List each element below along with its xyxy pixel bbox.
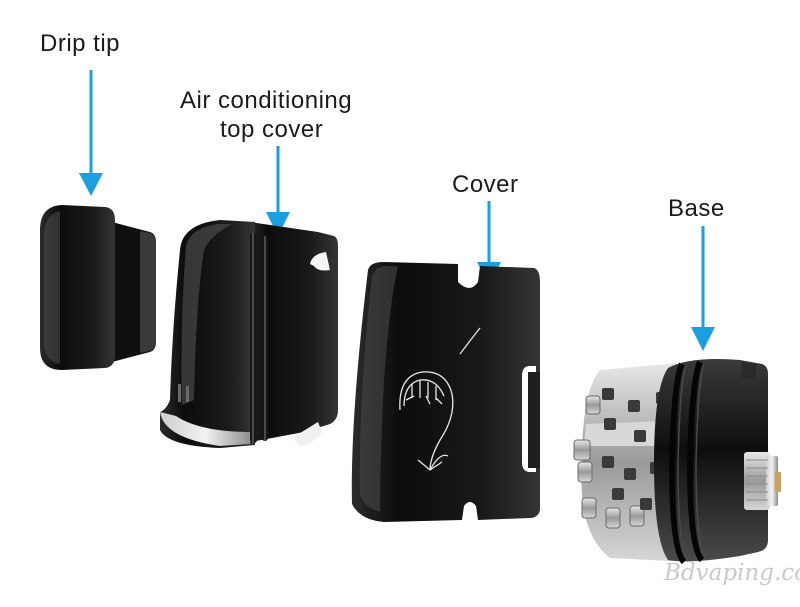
watermark-text: Bdvaping.com — [664, 560, 800, 586]
air-conditioning-top-cover-part — [160, 220, 338, 448]
label-cover: Cover — [452, 171, 519, 198]
label-air-conditioning-line1: Air conditioning — [180, 87, 353, 114]
arrow-base — [691, 226, 715, 351]
label-base: Base — [668, 195, 725, 222]
base-part — [573, 359, 781, 565]
drip-tip-part — [40, 205, 156, 370]
armadillo-logo-mark — [399, 327, 481, 471]
arrow-air-conditioning-top-cover — [266, 146, 290, 236]
label-drip-tip: Drip tip — [40, 30, 121, 57]
label-air-conditioning-line2: top cover — [220, 116, 324, 143]
arrow-drip-tip — [79, 70, 103, 196]
cover-part — [351, 262, 540, 522]
